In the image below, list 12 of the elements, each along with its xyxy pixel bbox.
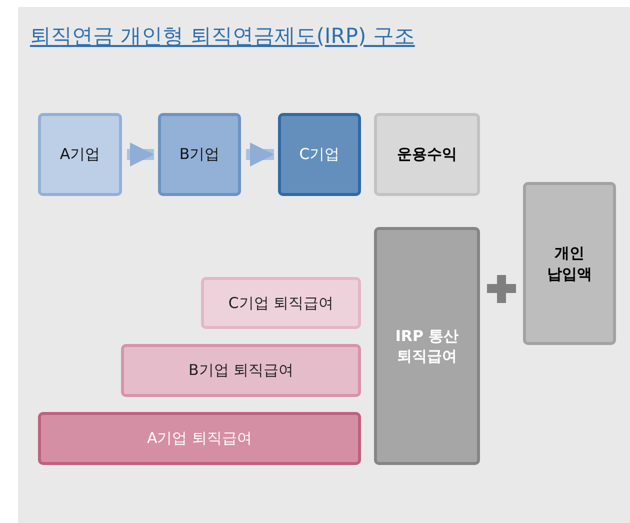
total-benefit-box: IRP 통산 퇴직급여 [374, 227, 480, 465]
arrow [246, 142, 274, 167]
benefit-bar: A기업 퇴직급여 [38, 412, 361, 465]
company-box: C기업 [278, 113, 361, 196]
arrow [127, 142, 154, 167]
company-box: A기업 [38, 113, 122, 196]
return-box: 운용수익 [374, 113, 480, 196]
title: 퇴직연금 개인형 퇴직연금제도(IRP) 구조 [30, 23, 415, 50]
benefit-bar: B기업 퇴직급여 [121, 344, 361, 397]
benefit-bar: C기업 퇴직급여 [201, 277, 361, 329]
contribution-box: 개인 납입액 [523, 182, 616, 345]
company-box: B기업 [158, 113, 241, 196]
